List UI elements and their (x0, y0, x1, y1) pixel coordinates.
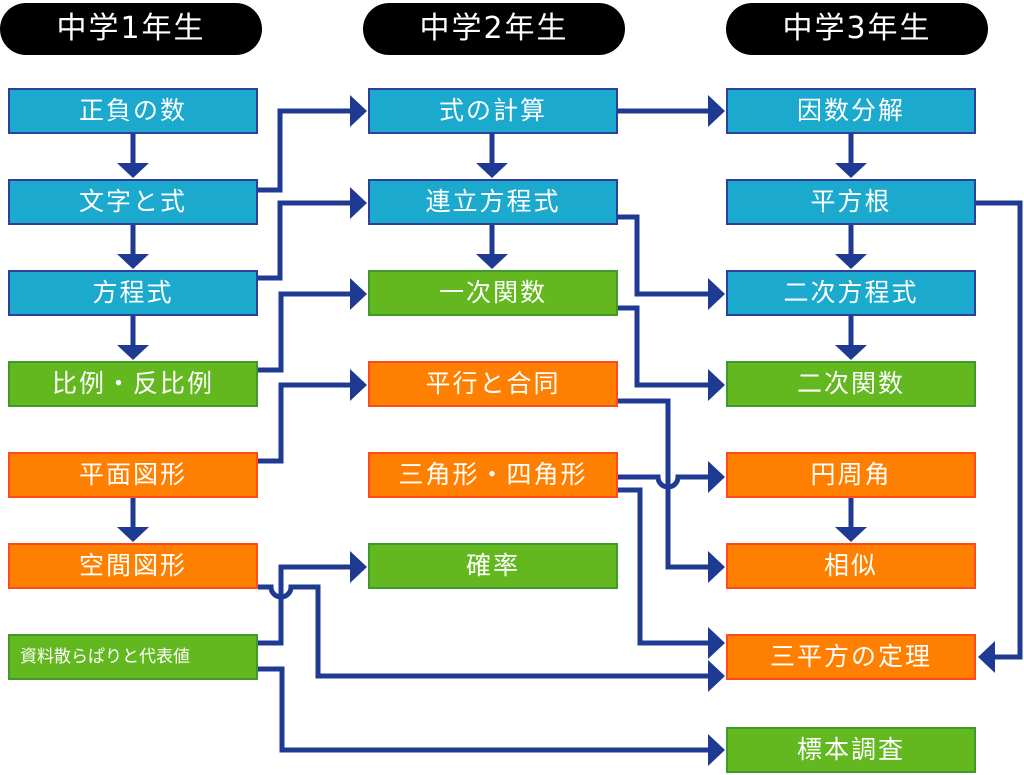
arrow-shiki-to-renritsu (476, 134, 508, 178)
node-factorization: 因数分解 (726, 88, 976, 134)
arrow-enshukaku-to-soji (835, 498, 867, 542)
arrow-shiryou-to-hyouhon (258, 666, 725, 766)
node-solid-figures: 空間図形 (8, 543, 258, 589)
arrow-insu-to-heihoukon (835, 134, 867, 178)
node-triangles-quadrilaterals: 三角形・四角形 (368, 452, 618, 498)
node-plane-figures: 平面図形 (8, 452, 258, 498)
node-parallel-congruence: 平行と合同 (368, 361, 618, 407)
arrow-renritsu-to-niji-houteishiki (617, 214, 725, 310)
arrow-heikou-to-soji (617, 398, 725, 583)
header-grade-1: 中学1年生 (0, 3, 262, 55)
node-positive-negative-numbers: 正負の数 (8, 88, 258, 134)
node-sample-survey: 標本調査 (726, 727, 976, 773)
node-proportion: 比例・反比例 (8, 361, 258, 407)
node-simultaneous-equations: 連立方程式 (368, 179, 618, 225)
arrow-moji-to-shiki (258, 95, 367, 193)
arrow-heihoukon-to-niji-houteishiki (835, 225, 867, 269)
node-probability: 確率 (368, 543, 618, 589)
node-equations: 方程式 (8, 270, 258, 316)
node-similarity: 相似 (726, 543, 976, 589)
node-square-roots: 平方根 (726, 179, 976, 225)
arrow-niji-houteishiki-to-niji-kansu (835, 316, 867, 360)
node-letters-and-expressions: 文字と式 (8, 179, 258, 225)
arrow-heimen-to-heikou (258, 369, 367, 464)
header-grade-2: 中学2年生 (363, 3, 625, 55)
arrow-shiryou-to-kakuritsu (258, 551, 367, 646)
arrow-houteishiki-to-renritsu (258, 187, 367, 281)
arrow-shiki-to-insu (617, 95, 725, 127)
node-quadratic-functions: 二次関数 (726, 361, 976, 407)
header-grade-3: 中学3年生 (726, 3, 988, 55)
arrow-renritsu-to-ichiji (476, 225, 508, 269)
node-pythagorean-theorem: 三平方の定理 (726, 634, 976, 680)
node-expression-calculation: 式の計算 (368, 88, 618, 134)
arrow-ichiji-to-niji-kansu (617, 305, 725, 401)
node-data-distribution: 資料散らぱりと代表値 (8, 634, 258, 680)
arrow-seifu-to-moji (117, 134, 149, 178)
arrow-houteishiki-to-hirei (117, 316, 149, 360)
arrow-kukan-to-sanheihou (258, 584, 725, 692)
node-linear-functions: 一次関数 (368, 270, 618, 316)
arrow-hirei-to-ichiji (258, 278, 367, 373)
arrow-sankaku-to-sanheihou (617, 487, 725, 659)
arrow-heimen-to-kukan (117, 498, 149, 542)
arrow-moji-to-houteishiki (117, 225, 149, 269)
arrow-sankaku-to-enshukaku (617, 461, 725, 493)
arrow-heihoukon-to-sanheihou (976, 200, 1023, 673)
node-quadratic-equations: 二次方程式 (726, 270, 976, 316)
node-inscribed-angles: 円周角 (726, 452, 976, 498)
